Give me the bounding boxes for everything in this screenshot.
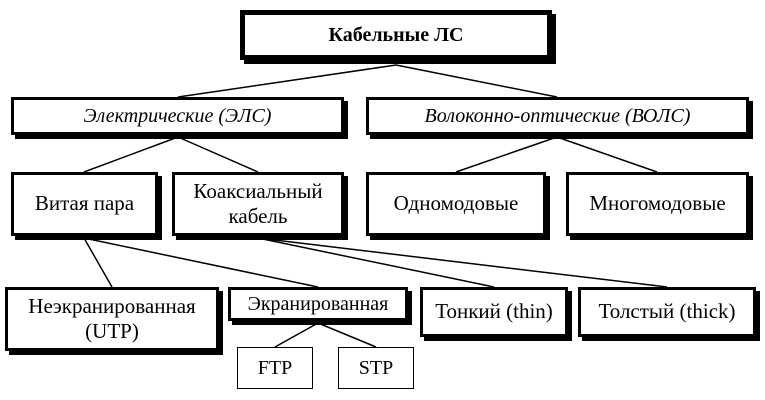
node-single-mode-label: Одномодовые: [393, 191, 519, 216]
connector-coaxial-to-thin: [257, 237, 495, 288]
node-cable-networks: Кабельные ЛС: [240, 10, 552, 60]
connector-root-to-electric: [177, 64, 397, 98]
connector-twisted-pair-to-shielded: [83, 237, 319, 288]
node-twisted-pair: Витая пара: [11, 172, 158, 236]
connector-shielded-to-stp: [317, 322, 377, 348]
connector-twisted-pair-to-unshielded: [83, 237, 113, 288]
node-coaxial-cable-label: Коаксиальный кабель: [193, 178, 323, 228]
node-unshielded-utp: Неэкранированная (UTP): [5, 287, 219, 351]
node-thick-coax-label: Толстый (thick): [598, 299, 736, 324]
connector-electric-to-coaxial: [177, 136, 259, 173]
connector-coaxial-to-thick: [257, 237, 668, 288]
node-shielded-label: Экранированная: [247, 293, 389, 315]
connector-shielded-to-ftp: [274, 322, 319, 348]
node-optical-networks-label: Волоконно-оптические (ВОЛС): [424, 105, 691, 127]
node-coaxial-cable: Коаксиальный кабель: [172, 172, 344, 236]
node-cable-networks-label: Кабельные ЛС: [328, 24, 464, 46]
node-electric-networks-label: Электрические (ЭЛС): [83, 105, 272, 127]
node-shielded: Экранированная: [228, 287, 408, 321]
connector-optical-to-multi-mode: [556, 136, 658, 173]
node-ftp-label: FTP: [257, 357, 293, 379]
node-multi-mode-label: Многомодовые: [589, 191, 726, 216]
connector-root-to-optical: [395, 64, 558, 98]
node-multi-mode: Многомодовые: [566, 172, 749, 236]
node-thick-coax: Толстый (thick): [578, 287, 756, 337]
node-stp-label: STP: [358, 357, 394, 379]
node-electric-networks: Электрические (ЭЛС): [11, 97, 344, 135]
node-stp: STP: [338, 347, 414, 389]
node-thin-coax: Тонкий (thin): [420, 287, 568, 337]
node-single-mode: Одномодовые: [366, 172, 546, 236]
node-twisted-pair-label: Витая пара: [34, 191, 135, 216]
connector-electric-to-twisted-pair: [83, 136, 179, 173]
node-ftp: FTP: [237, 347, 313, 389]
node-optical-networks: Волоконно-оптические (ВОЛС): [366, 97, 749, 135]
node-unshielded-utp-label: Неэкранированная (UTP): [28, 293, 196, 343]
connector-optical-to-single-mode: [455, 136, 558, 173]
node-thin-coax-label: Тонкий (thin): [435, 299, 553, 324]
